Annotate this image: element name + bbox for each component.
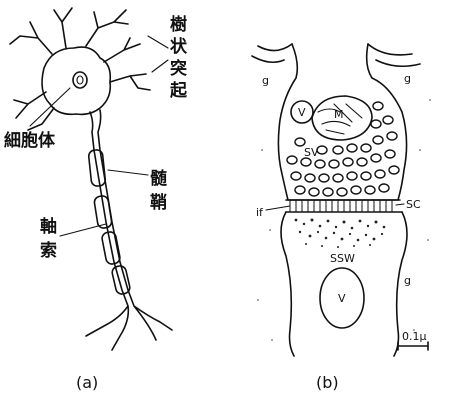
panel-b-synapse: g g V M SV SC if SSW V g 0.1μ (b) [252, 44, 431, 392]
glia-boundary-right [368, 44, 420, 66]
label-ssw: SSW [330, 252, 355, 265]
label-if: if [256, 206, 264, 219]
subsynaptic-web [295, 219, 386, 249]
scale-bar [398, 342, 428, 350]
label-dendrite-char-1: 樹 [170, 14, 187, 35]
leader-axon [60, 224, 106, 236]
label-axon-char-1: 軸 [40, 216, 57, 237]
label-g-top-left: g [262, 74, 269, 87]
leader-dendrite-2 [152, 60, 168, 72]
nucleolus [77, 76, 83, 84]
cleft-filaments [290, 200, 392, 212]
label-dendrite-char-2: 状 [170, 36, 188, 57]
label-v-bottom: V [338, 292, 346, 305]
glia-boundary-left [252, 44, 292, 62]
panel-a-neuron: 樹 状 突 起 細胞体 髄 鞘 軸 索 (a) [4, 8, 188, 392]
label-g-top-right: g [404, 72, 411, 85]
label-sc: SC [406, 198, 421, 211]
label-dendrite-char-3: 突 [170, 58, 187, 79]
label-cell-body: 細胞体 [4, 130, 56, 151]
label-g-bottom-right: g [404, 274, 411, 287]
label-sv: SV [304, 146, 319, 159]
label-scale: 0.1μ [402, 330, 427, 343]
label-myelin-char-1: 髄 [150, 168, 168, 189]
caption-b: (b) [316, 373, 339, 392]
axon-left-edge [86, 112, 128, 350]
myelin-segments [88, 149, 131, 295]
label-dendrite-char-4: 起 [169, 80, 188, 101]
leader-sc [396, 204, 404, 205]
label-v-top: V [298, 106, 306, 119]
label-myelin-char-2: 鞘 [150, 192, 167, 213]
leader-cell-body [30, 88, 70, 126]
caption-a: (a) [76, 373, 98, 392]
leader-myelin [108, 170, 148, 175]
label-axon-char-2: 索 [40, 240, 57, 261]
leader-dendrite-1 [148, 36, 168, 48]
dendrites [10, 8, 150, 130]
nucleus-outline [73, 72, 87, 88]
postsynaptic-outline [281, 212, 407, 356]
label-mitochondrion: M [334, 108, 344, 121]
axon-right-edge [98, 110, 172, 340]
leader-if [266, 206, 290, 210]
